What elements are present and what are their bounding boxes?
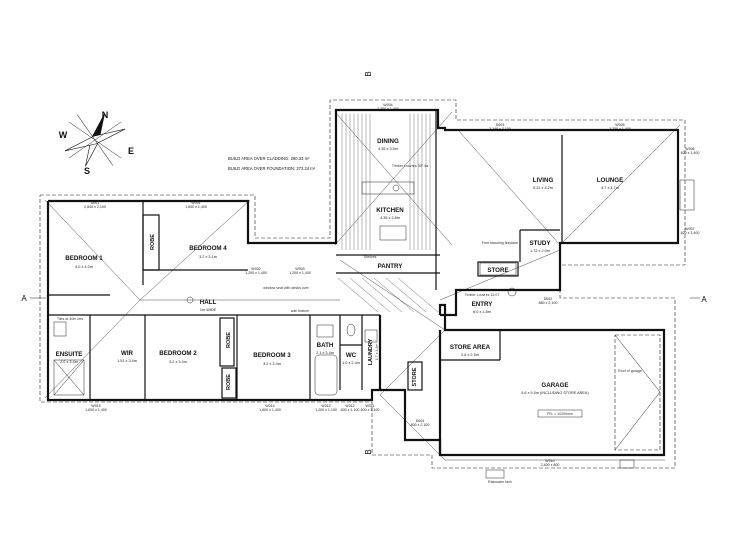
annotations: window seat with desks over wall feature… — [57, 164, 642, 484]
label-bedroom1: BEDROOM 1 — [65, 255, 103, 262]
section-b-top: B — [364, 71, 373, 76]
size-study: 1.72 x 2.0m — [530, 249, 550, 253]
compass-w: W — [59, 130, 68, 140]
label-store: STORE — [487, 267, 508, 274]
label-robe-3: ROBE — [226, 374, 232, 390]
compass-s: S — [84, 166, 90, 176]
size-bath: 2.1 x 3.4m — [316, 351, 334, 355]
size-entry: 6.0 x 1.8m — [473, 310, 491, 314]
label-study: STUDY — [530, 240, 552, 247]
label-store-area: STORE AREA — [450, 344, 491, 351]
size-wc: 1.0 x 2.4m — [342, 361, 360, 365]
size-wir: 1.51 x 3.4m — [117, 359, 137, 363]
size-living: 5.31 x 4.2m — [533, 186, 553, 190]
label-store2: STORE — [412, 367, 418, 386]
label-dining: DINING — [377, 138, 399, 145]
note-timber-louvre: Timber Louvres 30° 4a — [392, 164, 428, 168]
label-wir: WIR — [121, 350, 134, 357]
label-bedroom4: BEDROOM 4 — [189, 245, 227, 252]
note-timber-louvre2: Timber Louvres 15.07 — [465, 293, 500, 297]
area-cladding: BUILD AREA OVER CLADDING: 290.33 m² — [228, 156, 310, 161]
fixtures — [53, 179, 695, 479]
label-hall: HALL — [200, 299, 217, 306]
label-lounge: LOUNGE — [597, 177, 623, 184]
size-hall: 1m WIDE — [200, 308, 217, 312]
size-ensuite: 2.0 x 3.4m — [60, 360, 78, 364]
size-bedroom4: 3.2 x 3.1m — [199, 255, 217, 259]
compass-needle-icon — [64, 113, 126, 167]
size-lounge: 4.7 x 4.7m — [601, 186, 619, 190]
label-bedroom2: BEDROOM 2 — [159, 350, 197, 357]
eave-outline — [39, 99, 686, 469]
label-ensuite: ENSUITE — [56, 351, 83, 358]
section-a-left: A — [21, 294, 27, 303]
compass-rose: N E S W — [59, 110, 134, 176]
note-garage: Roof of garage — [618, 369, 642, 373]
size-store-area: 2.6 x 2.5m — [461, 353, 479, 357]
label-wc: WC — [346, 352, 357, 359]
section-a-right: A — [701, 295, 707, 304]
label-bedroom3: BEDROOM 3 — [253, 352, 291, 359]
size-bedroom1: 4.0 x 4.0m — [75, 265, 93, 269]
note-rainwater: Rainwater tank — [488, 480, 512, 484]
label-entry: ENTRY — [472, 301, 494, 308]
size-bedroom2: 3.2 x 3.4m — [169, 360, 187, 364]
note-ensuite: Tiles at 40m ctrs — [57, 317, 83, 321]
label-kitchen: KITCHEN — [376, 207, 404, 214]
size-laundry: 1.7 x 3.4m — [375, 344, 379, 361]
area-foundation: BUILD AREA OVER FOUNDATION: 273.24 m² — [228, 166, 316, 171]
compass-e: E — [128, 146, 134, 156]
label-robe-2: ROBE — [226, 332, 232, 348]
size-garage: 5.6 x 9.0m (INCLUDING STORE AREA) — [521, 391, 589, 395]
size-bedroom3: 3.2 x 3.4m — [263, 362, 281, 366]
label-garage: GARAGE — [541, 382, 568, 389]
note-walls: wall feature — [291, 309, 309, 313]
section-b-bottom: B — [364, 449, 373, 454]
room-labels: BEDROOM 1 4.0 x 4.0m BEDROOM 4 3.2 x 3.1… — [56, 138, 624, 395]
size-kitchen: 4.35 x 2.8m — [380, 216, 400, 220]
note-ffl: FFL = 10200mm — [547, 412, 573, 416]
label-robe-1: ROBE — [150, 234, 156, 250]
note-pantry: Shelves — [364, 255, 377, 259]
label-pantry: PANTRY — [378, 263, 404, 270]
internal-walls — [48, 110, 563, 400]
compass-n: N — [102, 110, 109, 120]
external-walls — [46, 108, 680, 457]
note-freestanding: Free standing fireplace — [482, 241, 519, 245]
size-dining: 4.35 x 3.5m — [378, 147, 398, 151]
label-laundry: LAUNDRY — [368, 338, 374, 365]
label-living: LIVING — [533, 177, 554, 184]
note-hall-window: window seat with desks over — [263, 286, 309, 290]
label-bath: BATH — [317, 342, 334, 349]
